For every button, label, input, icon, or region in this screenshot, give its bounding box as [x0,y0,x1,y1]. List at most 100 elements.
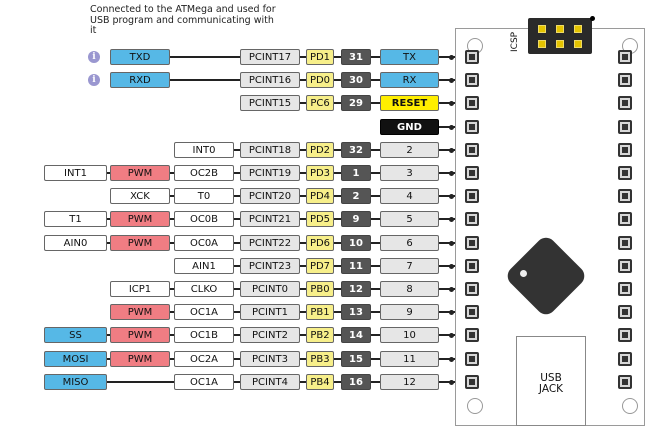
pwm-label: PWM [110,327,170,343]
board-pin-label: 7 [380,258,439,274]
chip-pin-number: 10 [341,235,371,251]
port-label: PD5 [306,211,334,227]
board-pin-label: 11 [380,351,439,367]
board-pin-label: 3 [380,165,439,181]
external-function-label: RXD [110,72,170,88]
pcint-label: PCINT20 [240,188,300,204]
function-label: T0 [174,188,234,204]
port-label: PD2 [306,142,334,158]
pin-dot [449,100,454,106]
header-pin [465,375,479,389]
pin-dot [449,263,454,269]
mounting-hole [622,398,638,414]
function-label: OC1B [174,327,234,343]
function-label: OC0B [174,211,234,227]
board-pin-label: GND [380,119,439,135]
pcint-label: PCINT16 [240,72,300,88]
header-pin [618,96,632,110]
port-label: PD7 [306,258,334,274]
header-pin [618,189,632,203]
pwm-label: PWM [110,304,170,320]
header-pin [465,305,479,319]
header-pin [618,305,632,319]
header-pin [465,328,479,342]
chip-pin-number: 31 [341,49,371,65]
board-pin-label: 4 [380,188,439,204]
port-label: PD1 [306,49,334,65]
pin-dot [449,147,454,153]
chip-pin-number: 12 [341,281,371,297]
header-pin [465,189,479,203]
info-icon[interactable]: i [88,74,100,86]
header-pin [465,259,479,273]
board-pin-label: 9 [380,304,439,320]
board-pin-label: 12 [380,374,439,390]
pin1-marker [590,16,595,21]
pcint-label: PCINT18 [240,142,300,158]
port-label: PD6 [306,235,334,251]
chip-pin-number: 13 [341,304,371,320]
external-function-label: SS [44,327,107,343]
pwm-label: PWM [110,165,170,181]
function-label: INT0 [174,142,234,158]
pcint-label: PCINT22 [240,235,300,251]
header-pin [618,120,632,134]
pwm-label: PWM [110,211,170,227]
chip-orientation-dot [520,270,527,277]
function-label: OC1A [174,374,234,390]
port-label: PB0 [306,281,334,297]
chip-pin-number: 32 [341,142,371,158]
header-pin [465,143,479,157]
pin-dot [449,216,454,222]
function-label: AIN1 [174,258,234,274]
pcint-label: PCINT2 [240,327,300,343]
header-pin [465,236,479,250]
external-function-label: MISO [44,374,107,390]
usb-connection-note: Connected to the ATMega and used for USB… [90,4,276,36]
board-pin-label: TX [380,49,439,65]
port-label: PB1 [306,304,334,320]
icsp-label: ICSP [510,31,520,52]
header-pin [465,96,479,110]
alt-function-label: AIN0 [44,235,107,251]
pin-dot [449,332,454,338]
pwm-label: PWM [110,235,170,251]
header-pin [618,212,632,226]
chip-pin-number: 11 [341,258,371,274]
header-pin [618,236,632,250]
chip-pin-number: 15 [341,351,371,367]
port-label: PD0 [306,72,334,88]
usb-jack: USB JACK [516,336,586,426]
port-label: PD4 [306,188,334,204]
pcint-label: PCINT23 [240,258,300,274]
port-label: PB3 [306,351,334,367]
header-pin [465,212,479,226]
board-pin-label: 5 [380,211,439,227]
header-pin [618,143,632,157]
external-function-label: TXD [110,49,170,65]
port-label: PB4 [306,374,334,390]
external-function-label: MOSI [44,351,107,367]
pcint-label: PCINT21 [240,211,300,227]
pin-dot [449,309,454,315]
info-icon[interactable]: i [88,51,100,63]
pcint-label: PCINT4 [240,374,300,390]
pcint-label: PCINT3 [240,351,300,367]
board-pin-label: RESET [380,95,439,111]
alt-function-label: ICP1 [110,281,170,297]
header-pin [465,166,479,180]
board-pin-label: 10 [380,327,439,343]
pin-dot [449,170,454,176]
board-pin-label: 6 [380,235,439,251]
pcint-label: PCINT1 [240,304,300,320]
mounting-hole [467,398,483,414]
port-label: PB2 [306,327,334,343]
alt-function-label: INT1 [44,165,107,181]
pcint-label: PCINT19 [240,165,300,181]
pin-dot [449,124,454,130]
pwm-label: PWM [110,351,170,367]
chip-pin-number: 30 [341,72,371,88]
header-pin [465,120,479,134]
header-pin [618,73,632,87]
header-pin [618,50,632,64]
